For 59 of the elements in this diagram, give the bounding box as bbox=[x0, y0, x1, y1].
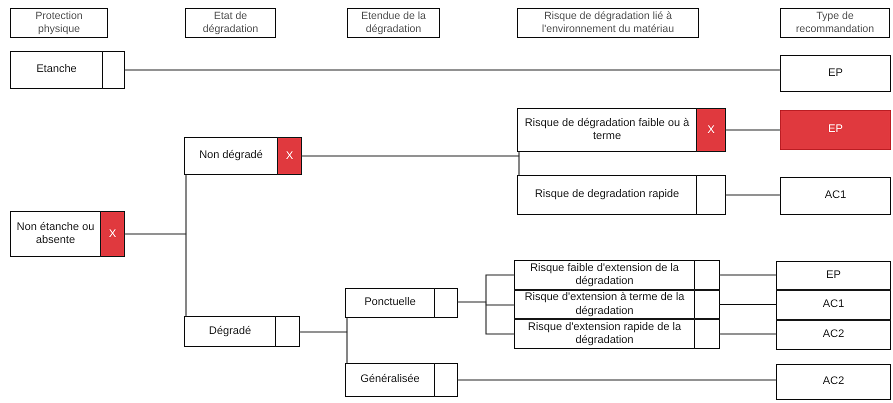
box-label: AC1 bbox=[824, 189, 846, 203]
highlighted-result-box bbox=[780, 110, 891, 150]
decision-box bbox=[345, 288, 458, 318]
box-label: Risque de dégradation lié à l'environnement du matériau bbox=[540, 10, 676, 36]
box-label: AC2 bbox=[822, 328, 844, 342]
box-label: EP bbox=[826, 268, 841, 282]
decision-box bbox=[514, 260, 720, 290]
box-label: Etat de dégradation bbox=[202, 10, 260, 36]
decision-box bbox=[10, 211, 125, 257]
decision-box bbox=[345, 363, 458, 397]
box-label: Risque de degradation rapide bbox=[534, 188, 680, 202]
column-header bbox=[517, 8, 699, 38]
checked-cell: X bbox=[277, 138, 301, 174]
decision-box bbox=[184, 316, 300, 347]
box-label: Protection physique bbox=[34, 10, 84, 36]
box-label: Risque d'extension à terme de la dégradation bbox=[524, 291, 686, 318]
connector-line bbox=[302, 155, 520, 175]
box-label: AC2 bbox=[822, 375, 844, 389]
connector-line bbox=[726, 129, 780, 131]
box-label: Risque de dégradation faible ou à terme bbox=[524, 116, 690, 144]
connector-line bbox=[300, 331, 348, 363]
box-label: EP bbox=[828, 66, 843, 80]
column-header bbox=[185, 8, 276, 38]
decision-box bbox=[517, 108, 726, 152]
column-header bbox=[347, 8, 440, 38]
box-label: Etendue de la dégradation bbox=[360, 10, 427, 36]
box-label: EP bbox=[828, 123, 843, 137]
decision-box bbox=[780, 55, 891, 92]
connector-line bbox=[125, 69, 780, 71]
connector-line bbox=[125, 233, 187, 316]
column-header bbox=[10, 8, 108, 38]
decision-box bbox=[184, 137, 302, 175]
box-label: Non dégradé bbox=[199, 149, 263, 163]
box-label: Ponctuelle bbox=[364, 296, 416, 310]
decision-box bbox=[776, 364, 891, 400]
column-header bbox=[780, 8, 890, 38]
decision-box bbox=[776, 261, 891, 290]
box-label: Risque d'extension rapide de la dégradation bbox=[526, 320, 682, 348]
box-label: Non étanche ou absente bbox=[16, 220, 96, 248]
decision-box bbox=[517, 175, 726, 215]
decision-box bbox=[514, 290, 720, 319]
box-label: Généralisée bbox=[360, 373, 420, 387]
decision-box bbox=[776, 320, 891, 350]
decision-box bbox=[780, 177, 891, 215]
connector-line bbox=[720, 304, 776, 306]
box-label: Dégradé bbox=[208, 324, 252, 338]
decision-box bbox=[514, 319, 720, 349]
box-label: AC1 bbox=[822, 298, 844, 312]
box-label: Type de recommandation bbox=[794, 10, 876, 36]
checked-cell: X bbox=[696, 109, 725, 151]
decision-box bbox=[776, 290, 891, 320]
connector-line bbox=[458, 379, 776, 381]
connector-line bbox=[720, 333, 776, 335]
box-label: Risque faible d'extension de la dégradation bbox=[529, 262, 680, 288]
connector-line bbox=[726, 194, 780, 196]
checked-cell: X bbox=[100, 212, 124, 256]
connector-line bbox=[720, 274, 776, 276]
decision-box bbox=[10, 51, 125, 89]
box-label: Etanche bbox=[36, 63, 77, 77]
